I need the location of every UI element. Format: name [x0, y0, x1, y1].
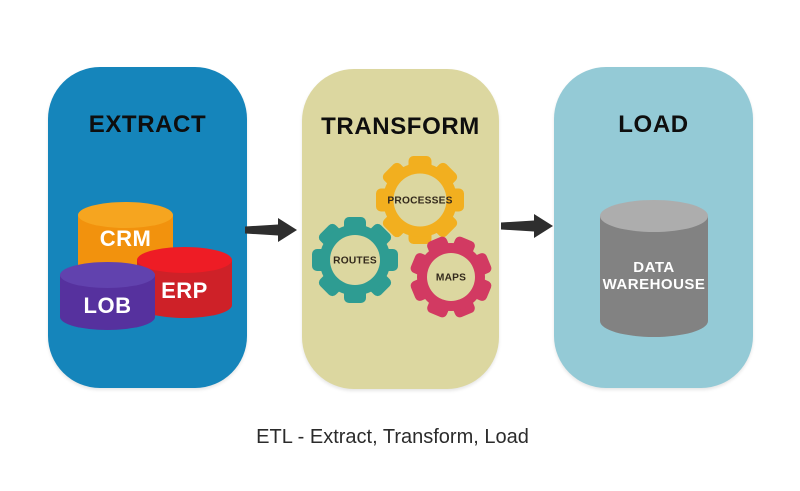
routes-gear-label: ROUTES: [333, 256, 377, 267]
diagram-caption: ETL - Extract, Transform, Load: [256, 426, 529, 448]
warehouse-cylinder-body: [600, 216, 708, 337]
data-warehouse-cylinder: DATA WAREHOUSE: [600, 200, 708, 337]
arrow-shape: [245, 218, 297, 242]
routes-gear-icon: ROUTES: [312, 217, 398, 303]
processes-gear-icon: PROCESSES: [376, 156, 464, 244]
lob-database-cylinder: LOB: [60, 262, 155, 330]
load-title: LOAD: [618, 111, 689, 138]
extract-title: EXTRACT: [88, 111, 207, 138]
warehouse-cylinder-top: [600, 200, 708, 232]
transform-title: TRANSFORM: [321, 113, 480, 140]
transform-gears: PROCESSES ROUTES: [312, 156, 492, 318]
lob-cylinder-body: [60, 275, 155, 330]
maps-gear-icon: MAPS: [410, 236, 492, 318]
maps-gear-hole: [427, 253, 475, 301]
arrow-transform-to-load-icon: [501, 214, 553, 238]
arrow-extract-to-transform-icon: [245, 218, 297, 242]
erp-database-cylinder: ERP: [137, 247, 232, 318]
processes-gear-hole: [393, 173, 447, 227]
crm-label: CRM: [100, 226, 152, 251]
lob-cylinder-top: [60, 262, 155, 288]
processes-gear-label: PROCESSES: [387, 196, 452, 207]
maps-gear-body: [410, 236, 492, 318]
crm-cylinder-top: [78, 202, 173, 228]
erp-cylinder-top: [137, 247, 232, 273]
erp-label: ERP: [161, 278, 208, 303]
erp-cylinder-body: [137, 260, 232, 318]
lob-label: LOB: [84, 293, 132, 318]
warehouse-label-line2: WAREHOUSE: [603, 276, 706, 293]
warehouse-label-line1: DATA: [633, 259, 674, 276]
arrow-shape: [501, 214, 553, 238]
maps-gear-label: MAPS: [436, 273, 466, 284]
routes-gear-hole: [330, 235, 380, 285]
